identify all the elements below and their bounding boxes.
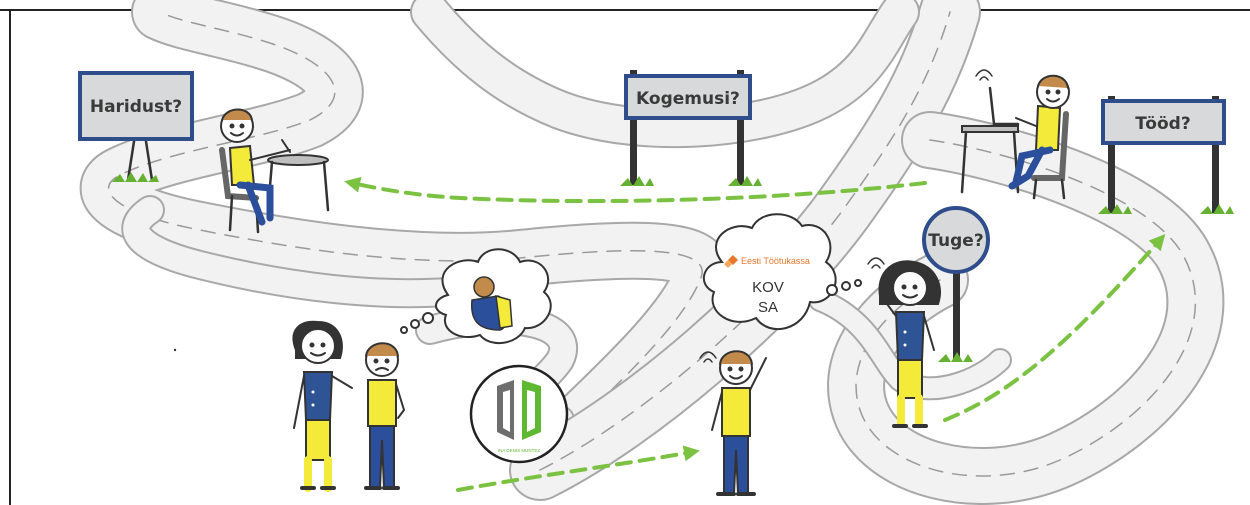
sign-tuge-label: Tuge?	[928, 231, 983, 251]
logo-caption: INA DENIS MUNTEZ	[498, 448, 541, 453]
arrow-to-tood	[943, 234, 1166, 422]
person-working	[960, 69, 1070, 200]
parent-figure	[292, 320, 353, 492]
organization-logo: INA DENIS MUNTEZ	[469, 364, 569, 464]
arrow-to-youth	[456, 445, 700, 492]
youth-figure	[699, 350, 767, 496]
road-diagonal	[509, 0, 981, 501]
thought-cloud-left	[400, 248, 552, 344]
counselor-figure	[867, 257, 941, 428]
road-left-loop	[121, 195, 485, 309]
sad-kid-figure	[470, 276, 513, 331]
sign-kogemusi-label: Kogemusi?	[636, 89, 740, 109]
path-arrows	[344, 176, 1166, 492]
sign-haridust: Haridust?	[78, 71, 194, 182]
sign-kogemusi: Kogemusi?	[620, 70, 762, 186]
sign-haridust-label: Haridust?	[90, 97, 182, 117]
child-figure	[364, 342, 406, 490]
person-studying	[219, 108, 330, 234]
tootukassa-brand-text: Eesti Töötukassa	[741, 256, 810, 266]
bubble-line-sa: SA	[758, 299, 778, 316]
stray-dot	[173, 348, 177, 352]
road-main	[79, 0, 731, 469]
sign-tuge: Tuge?	[922, 206, 990, 362]
road-top	[410, 0, 920, 149]
sign-tood-label: Tööd?	[1135, 114, 1190, 134]
tootukassa-logo-icon	[724, 255, 738, 268]
arrow-to-haridust	[344, 176, 927, 204]
bubble-line-kov: KOV	[752, 279, 784, 296]
sign-tood: Tööd?	[1098, 96, 1234, 214]
thought-cloud-services: Eesti Töötukassa KOV SA	[702, 213, 862, 331]
